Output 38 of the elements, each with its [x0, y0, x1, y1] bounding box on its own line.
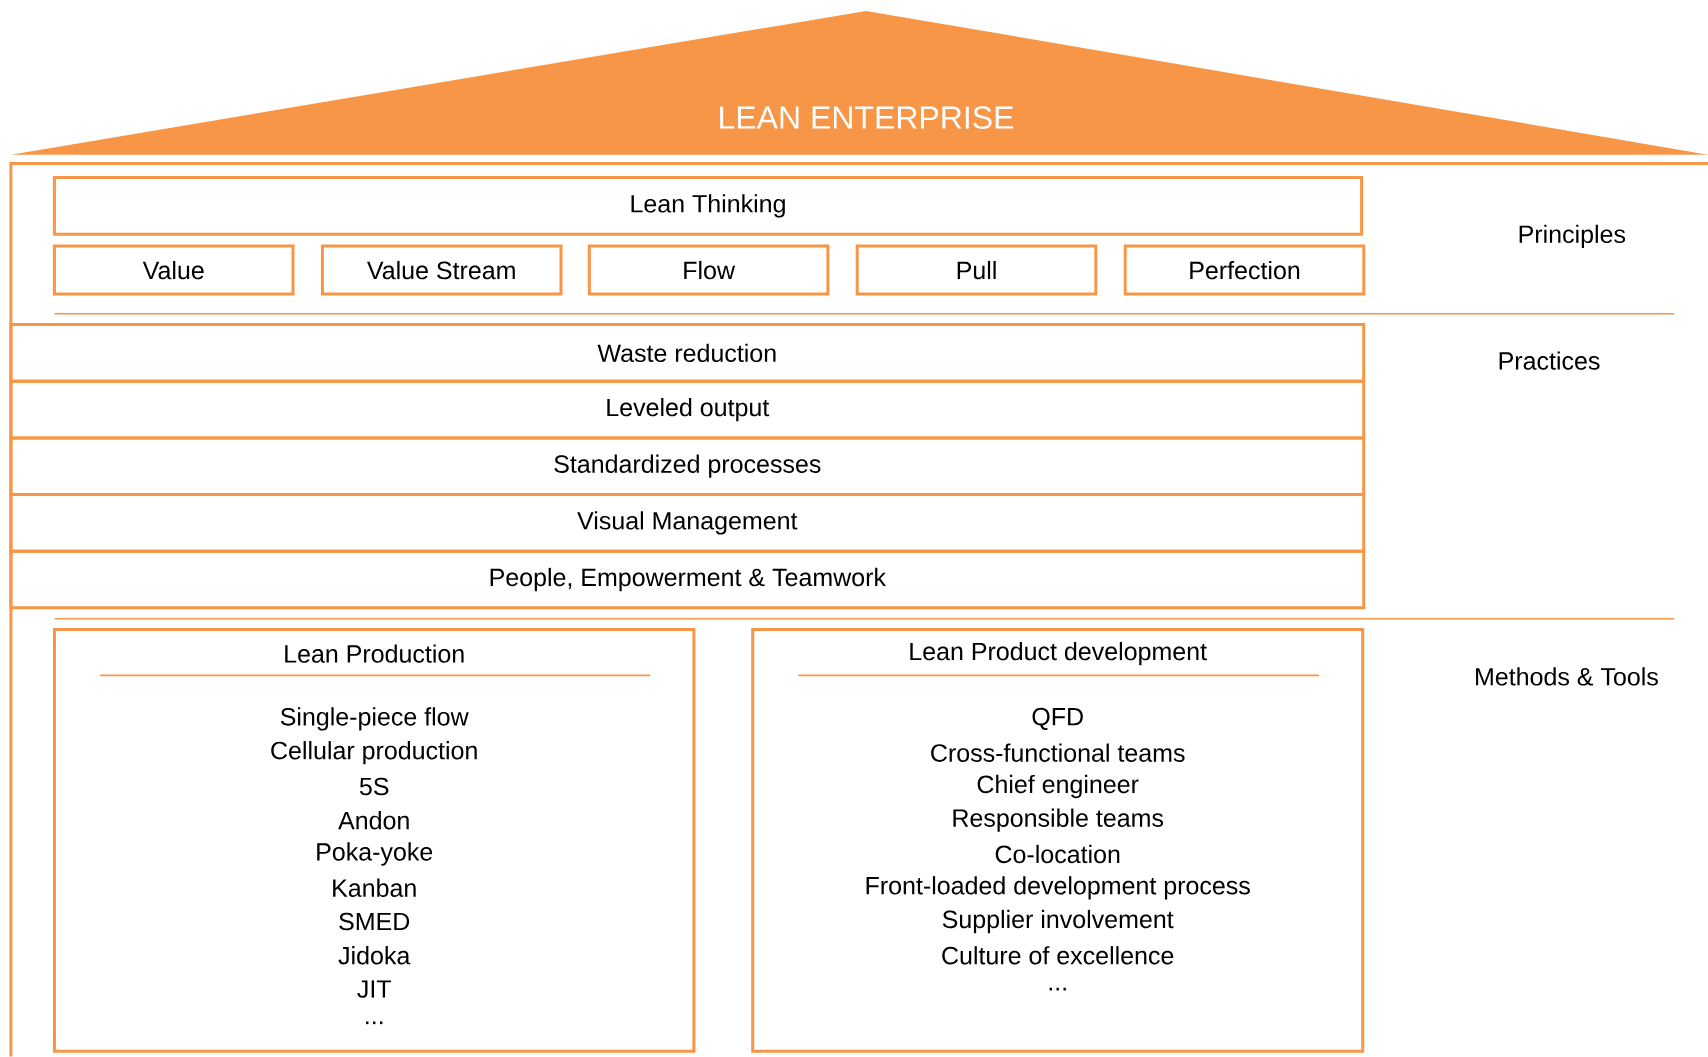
practice-band: People, Empowerment & Teamwork: [9, 549, 1366, 610]
list-item: Cellular production: [271, 741, 477, 765]
list-item: Chief engineer: [977, 774, 1139, 799]
method-box: [751, 628, 1365, 1053]
list-item: Kanban: [333, 878, 416, 897]
principle-box: Value Stream: [320, 244, 563, 296]
box-heading: Lean Product development: [910, 641, 1207, 666]
list-item: ...: [366, 1021, 383, 1025]
list-item: Responsible teams: [953, 808, 1164, 832]
principle-box: Lean Thinking: [52, 176, 1364, 236]
roof: LEAN ENTERPRISE: [10, 10, 1708, 155]
list-item: Supplier involvement: [942, 909, 1174, 934]
principle-box: Pull: [855, 244, 1098, 296]
list-item: ...: [1049, 987, 1066, 991]
list-item: JIT: [357, 980, 391, 998]
list-item: Andon: [338, 811, 409, 830]
list-item: 5S: [359, 777, 389, 796]
method-box: [53, 628, 696, 1053]
list-item: Culture of excellence: [942, 946, 1174, 965]
list-item: QFD: [1032, 707, 1083, 730]
list-item: Cross-functional teams: [931, 743, 1185, 762]
list-item: SMED: [339, 912, 410, 931]
box-heading: Lean Production: [285, 644, 464, 663]
list-item: Co-location: [995, 844, 1120, 864]
practice-band: Waste reduction: [9, 323, 1366, 383]
principle-box: Flow: [587, 244, 830, 296]
layer-label: Methods & Tools: [1476, 667, 1658, 686]
list-item: Poka-yoke: [317, 842, 433, 866]
practice-band: Visual Management: [9, 493, 1366, 553]
list-item: Front-loaded development process: [866, 876, 1250, 900]
practice-band: Standardized processes: [9, 436, 1366, 496]
principle-box: Perfection: [1123, 244, 1366, 296]
layer-label: Principles: [1519, 224, 1626, 249]
list-item: Jidoka: [338, 946, 411, 965]
principle-box: Value: [52, 244, 295, 296]
list-item: Single-piece flow: [280, 707, 469, 731]
layer-label: Practices: [1499, 351, 1600, 370]
practice-band: Leveled output: [9, 379, 1366, 440]
